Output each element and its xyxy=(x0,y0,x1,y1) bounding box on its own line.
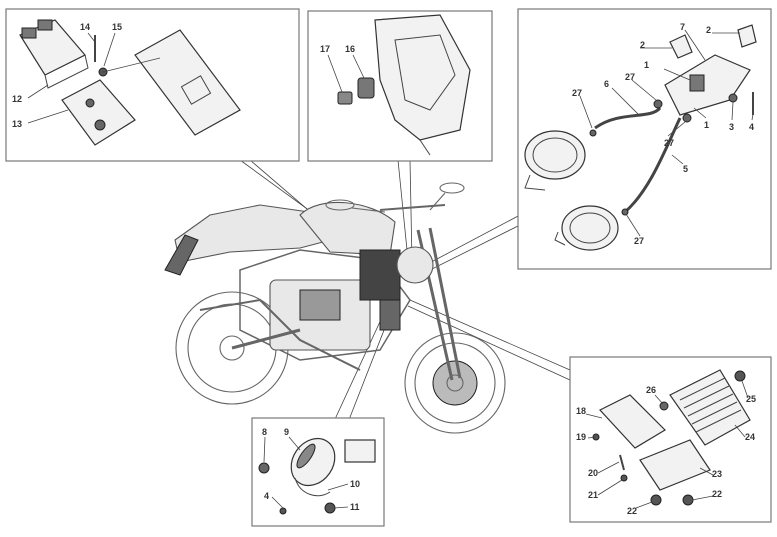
callout-2b: 2 xyxy=(706,25,711,35)
ecu-unit xyxy=(19,19,89,89)
callout-2a: 2 xyxy=(640,40,645,50)
callout-26: 26 xyxy=(646,385,656,395)
callout-17: 17 xyxy=(320,44,330,54)
detail-box-regulator: 18 19 20 21 22 22 23 24 25 26 xyxy=(569,356,772,523)
ecu-bracket xyxy=(61,79,136,146)
callout-6: 6 xyxy=(604,79,609,89)
bracket-18 xyxy=(599,394,666,449)
callout-3: 3 xyxy=(729,122,734,132)
callout-1b: 1 xyxy=(704,120,709,130)
horn-unit xyxy=(290,437,336,497)
callout-1: 1 xyxy=(644,60,649,70)
gauge-lower xyxy=(554,205,619,251)
callout-22a: 22 xyxy=(627,506,637,516)
callout-12: 12 xyxy=(12,94,22,104)
callout-22b: 22 xyxy=(712,489,722,499)
callout-27a: 27 xyxy=(625,72,635,82)
manifold xyxy=(664,54,751,116)
detail-box-frame-connectors: 17 16 xyxy=(307,10,493,162)
connector-16 xyxy=(357,77,375,99)
motorcycle-illustration xyxy=(164,182,506,434)
callout-5: 5 xyxy=(683,164,688,174)
connector-17 xyxy=(337,91,353,105)
callout-24: 24 xyxy=(745,432,755,442)
ecu-cover-panel xyxy=(134,29,241,136)
callout-23: 23 xyxy=(712,469,722,479)
detail-box-ecu: 12 13 14 15 xyxy=(5,8,300,162)
gauge-upper xyxy=(524,130,586,191)
callout-27c: 27 xyxy=(664,138,674,148)
callout-20: 20 xyxy=(588,468,598,478)
callout-10: 10 xyxy=(350,479,360,489)
detail-box-instruments: 2 2 7 1 6 27 27 27 1 3 4 5 27 xyxy=(517,8,772,270)
callout-8: 8 xyxy=(262,427,267,437)
detail-box-horn: 8 9 10 11 4 xyxy=(251,417,385,527)
callout-15: 15 xyxy=(112,22,122,32)
callout-19: 19 xyxy=(576,432,586,442)
callout-27d: 27 xyxy=(634,236,644,246)
callout-16: 16 xyxy=(345,44,355,54)
callout-4b: 4 xyxy=(264,491,269,501)
callout-21: 21 xyxy=(588,490,598,500)
callout-11: 11 xyxy=(350,502,360,512)
regulator-24 xyxy=(669,369,751,446)
callout-4a: 4 xyxy=(749,122,754,132)
callout-27b: 27 xyxy=(572,88,582,98)
callout-9: 9 xyxy=(284,427,289,437)
callout-7: 7 xyxy=(680,22,685,32)
callout-13: 13 xyxy=(12,119,22,129)
callout-18: 18 xyxy=(576,406,586,416)
frame-bracket xyxy=(374,14,471,156)
callout-25: 25 xyxy=(746,394,756,404)
callout-14: 14 xyxy=(80,22,90,32)
